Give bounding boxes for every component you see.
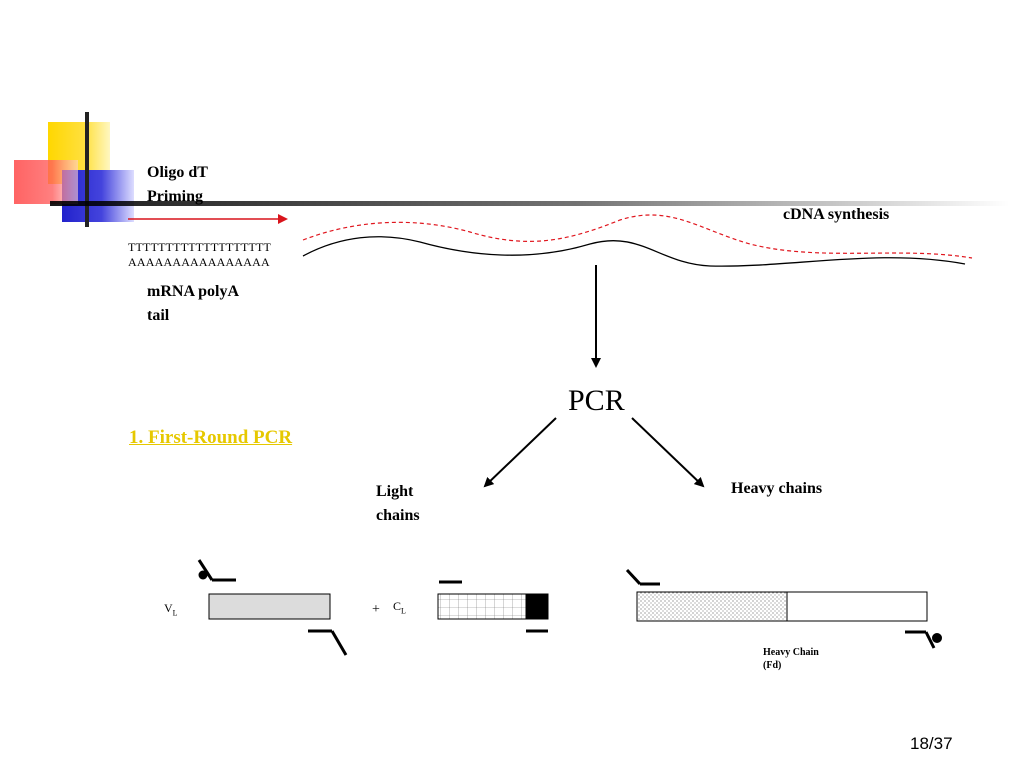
heavy-chain-fd-line-1: Heavy Chain: [763, 647, 819, 658]
mrna-polya-line-2: tail: [147, 307, 170, 324]
heavy-chain-fd-line-2: (Fd): [763, 660, 782, 671]
cdna-synthesis-label: cDNA synthesis: [783, 206, 890, 223]
logo-vertical-line: [85, 112, 89, 227]
poly-a-sequence: AAAAAAAAAAAAAAAA: [128, 255, 270, 269]
page-number: 18/37: [910, 734, 953, 753]
heavy-reverse-primer: [905, 630, 942, 649]
arrow-to-light-chains: [483, 417, 557, 488]
light-chains-line-2: chains: [376, 507, 420, 524]
mrna-polya-line-1: mRNA polyA: [147, 283, 240, 300]
logo-red-square: [14, 160, 78, 204]
first-round-pcr-title[interactable]: 1. First-Round PCR: [129, 427, 293, 448]
cdna-strand: [302, 214, 973, 259]
decorative-logo: [14, 112, 1010, 227]
mrna-polya-label: mRNA polyA tail: [147, 280, 239, 328]
vl-forward-primer: [197, 559, 236, 582]
light-chains-label: Light chains: [376, 480, 420, 528]
cl-main: C: [393, 599, 402, 613]
cl-label: CL: [393, 599, 406, 615]
logo-horizontal-rule: [50, 201, 1010, 206]
mrna-strand: [302, 236, 966, 267]
oligo-dt-label: Oligo dT Priming: [147, 161, 208, 209]
oligo-dt-line-2: Priming: [147, 188, 203, 205]
poly-sequence: TTTTTTTTTTTTTTTTTTT AAAAAAAAAAAAAAAA: [128, 240, 271, 270]
cl-box: [437, 593, 549, 620]
poly-t-sequence: TTTTTTTTTTTTTTTTTTT: [128, 240, 272, 254]
plus-sign: +: [372, 602, 380, 617]
heavy-chain-fd-label: Heavy Chain (Fd): [763, 646, 819, 672]
pcr-label: PCR: [568, 384, 625, 417]
heavy-chain-box: [636, 591, 928, 622]
arrow-to-heavy-chains: [631, 417, 705, 488]
vl-main: V: [164, 601, 173, 615]
vl-sub: L: [172, 608, 178, 618]
heavy-forward-primer: [625, 568, 660, 586]
heavy-chains-label: Heavy chains: [731, 480, 823, 497]
cl-sub: L: [401, 606, 406, 616]
light-chains-line-1: Light: [376, 483, 414, 500]
oligo-dt-line-1: Oligo dT: [147, 164, 208, 181]
vl-reverse-primer: [308, 629, 348, 656]
vl-box: [208, 593, 331, 620]
vl-label: VL: [164, 601, 178, 617]
